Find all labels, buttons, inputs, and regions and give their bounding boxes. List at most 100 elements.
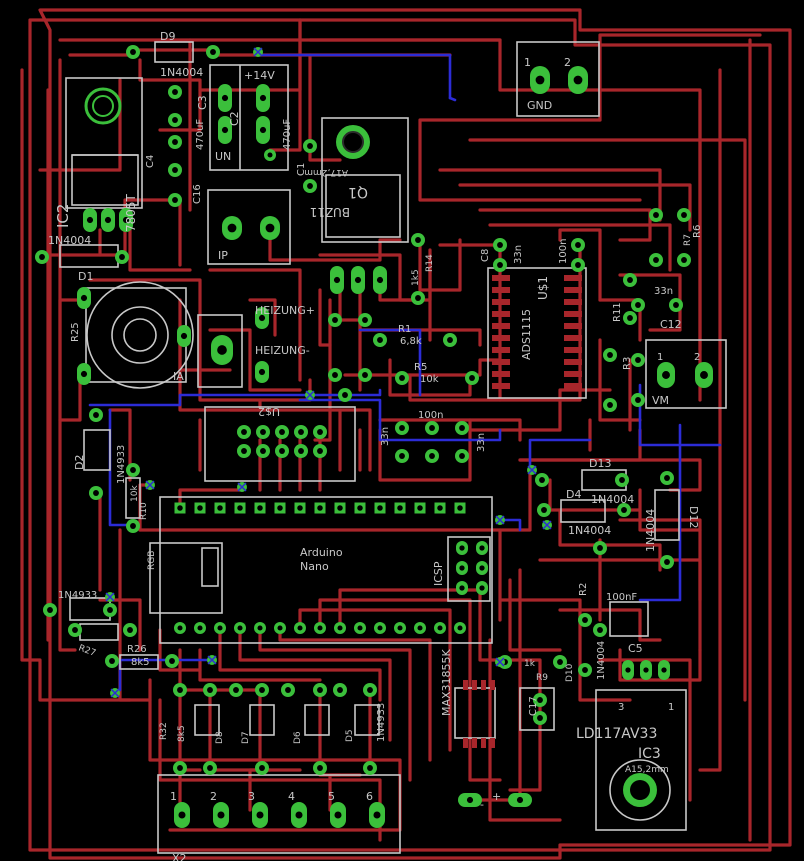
label-max: MAX31855K (440, 648, 453, 716)
pad-hole (573, 75, 583, 85)
smd-pad (564, 371, 582, 377)
smd-pad (490, 680, 495, 690)
label-c5: C5 (628, 642, 643, 655)
label-ia: IA (173, 370, 184, 383)
pad-hole (557, 659, 563, 665)
pad-hole (279, 448, 285, 454)
smd-pad (492, 371, 510, 377)
pad-hole (466, 796, 474, 804)
label-r32: R32 (159, 722, 169, 740)
pad-hole (627, 277, 633, 283)
pad-hole (333, 276, 341, 284)
pad-hole (397, 625, 403, 631)
label-a17: A17,2mm (304, 167, 348, 177)
pad-hole (415, 237, 421, 243)
pad-hole (180, 332, 188, 340)
smd-pad (564, 311, 582, 317)
pad-hole (337, 505, 343, 511)
pad-hole (241, 429, 247, 435)
pad-hole (362, 372, 368, 378)
smd-pad (564, 335, 582, 341)
pad-hole (447, 337, 453, 343)
pad-hole (172, 167, 178, 173)
label-gnd: GND (527, 99, 552, 112)
label-d1-value: 1N4004 (48, 234, 91, 247)
pad-hole (625, 667, 631, 673)
via-mark (495, 657, 505, 667)
pad-hole (332, 317, 338, 323)
pad-hole (317, 505, 323, 511)
pad-hole (260, 448, 266, 454)
pad-hole (497, 262, 503, 268)
pad-hole (541, 507, 547, 513)
label-r10: R10 (139, 502, 149, 520)
pad-hole (415, 295, 421, 301)
pad-hole (607, 402, 613, 408)
via-mark (145, 480, 155, 490)
label-un: UN (215, 150, 231, 163)
pad-hole (337, 687, 343, 693)
pad-hole (653, 257, 659, 263)
pad-hole (619, 477, 625, 483)
pad-hole (130, 523, 136, 529)
pads (35, 45, 713, 828)
label-a15: A15,2mm (625, 765, 669, 775)
label-q1: Q1 (348, 184, 368, 200)
pad-hole (177, 505, 183, 511)
smd-pad (463, 680, 468, 690)
pad-hole (177, 765, 183, 771)
pad-hole (172, 197, 178, 203)
label-c33n-a: 33n (380, 427, 391, 446)
label-u2: U$2 (258, 405, 280, 418)
smd-pad (472, 680, 477, 690)
pad-hole (285, 687, 291, 693)
label-ip: IP (218, 249, 228, 262)
label-c3-value: 470uF (195, 119, 206, 150)
pad-hole (479, 585, 485, 591)
via-mark (542, 520, 552, 530)
label-c12: C12 (660, 318, 682, 331)
pad-hole (298, 448, 304, 454)
pad-hole (221, 126, 229, 134)
label-r5: R5 (414, 362, 427, 373)
pad-hole (317, 429, 323, 435)
pad-hole (342, 392, 348, 398)
pad-hole (217, 811, 225, 819)
label-c10-value: 100n (558, 239, 569, 264)
pad-hole (172, 139, 178, 145)
label-c8: C8 (480, 249, 491, 262)
label-c4: C4 (145, 155, 156, 168)
via-mark (237, 482, 247, 492)
pad-hole (354, 276, 362, 284)
pad-hole (297, 505, 303, 511)
label-r5-value: 10k (420, 374, 439, 385)
label-x2-pin2: 2 (210, 790, 217, 803)
pad-hole (643, 667, 649, 673)
label-r1-value: 6,8k (400, 336, 422, 347)
pad-hole (377, 625, 383, 631)
pad-hole (457, 505, 463, 511)
pad-hole (373, 811, 381, 819)
label-r2: R2 (578, 583, 589, 596)
label-r10-value: 10k (130, 485, 140, 502)
label-ic3: IC3 (638, 746, 661, 762)
pad-hole (177, 687, 183, 693)
label-c100n: 100n (418, 410, 443, 421)
pad-hole (172, 117, 178, 123)
pad-hole (417, 505, 423, 511)
label-pin2-gnd: 2 (564, 56, 571, 69)
pad-hole (399, 453, 405, 459)
pad-hole (317, 448, 323, 454)
via-mark (495, 515, 505, 525)
pad-hole (237, 625, 243, 631)
pad-hole (479, 565, 485, 571)
pad-hole (497, 242, 503, 248)
label-x2-pin1: 1 (170, 790, 177, 803)
smd-pad (481, 680, 486, 690)
pad-hole (429, 453, 435, 459)
pad-hole (277, 625, 283, 631)
label-q1-value: BUZ11 (310, 205, 350, 219)
pad-hole (332, 372, 338, 378)
pad-hole (257, 625, 263, 631)
